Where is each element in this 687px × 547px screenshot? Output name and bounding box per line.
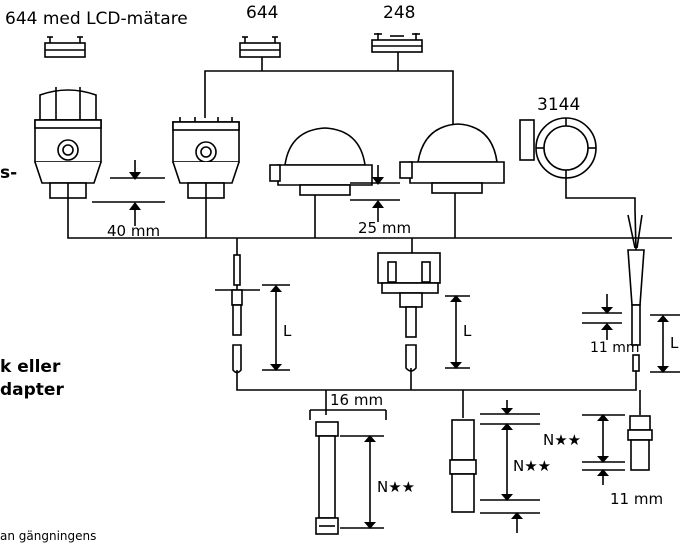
- housing-3144: [519, 117, 636, 210]
- label-N-1: N★★: [377, 478, 415, 496]
- label-lcd-meter: 644 med LCD-mätare: [5, 9, 188, 29]
- fitting-3: [627, 415, 653, 471]
- sensor-probe-3: [627, 209, 645, 385]
- label-248: 248: [383, 3, 415, 23]
- label-left-bold-1: k eller: [0, 357, 61, 377]
- label-40mm: 40 mm: [107, 222, 160, 240]
- housing-dome-2: [399, 123, 505, 194]
- fitting-1: [315, 421, 339, 535]
- housing-lcd: [34, 87, 102, 199]
- label-11mm-lower: 11 mm: [610, 490, 663, 508]
- module-248: [371, 33, 423, 53]
- sensor-probe-2: [377, 252, 441, 385]
- label-16mm: 16 mm: [330, 391, 383, 409]
- label-N-3: N★★: [543, 431, 581, 449]
- sensor-probe-1: [215, 253, 260, 385]
- label-L-3: L: [670, 334, 679, 352]
- label-25mm: 25 mm: [358, 219, 411, 237]
- label-644: 644: [246, 3, 278, 23]
- lcd-meter-module: [44, 36, 86, 58]
- housing-dome-1: [269, 127, 373, 196]
- housing-644: [172, 117, 240, 199]
- label-L-2: L: [463, 322, 472, 340]
- label-N-2: N★★: [513, 457, 551, 475]
- label-left-bold-2: dapter: [0, 380, 64, 400]
- label-3144: 3144: [537, 95, 580, 115]
- label-left-partial: s-: [0, 163, 17, 183]
- footnote-partial: an gängningens: [0, 529, 96, 543]
- label-11mm-upper: 11 mm: [590, 340, 640, 356]
- fitting-2: [449, 419, 477, 513]
- module-644: [239, 36, 281, 58]
- label-L-1: L: [283, 322, 292, 340]
